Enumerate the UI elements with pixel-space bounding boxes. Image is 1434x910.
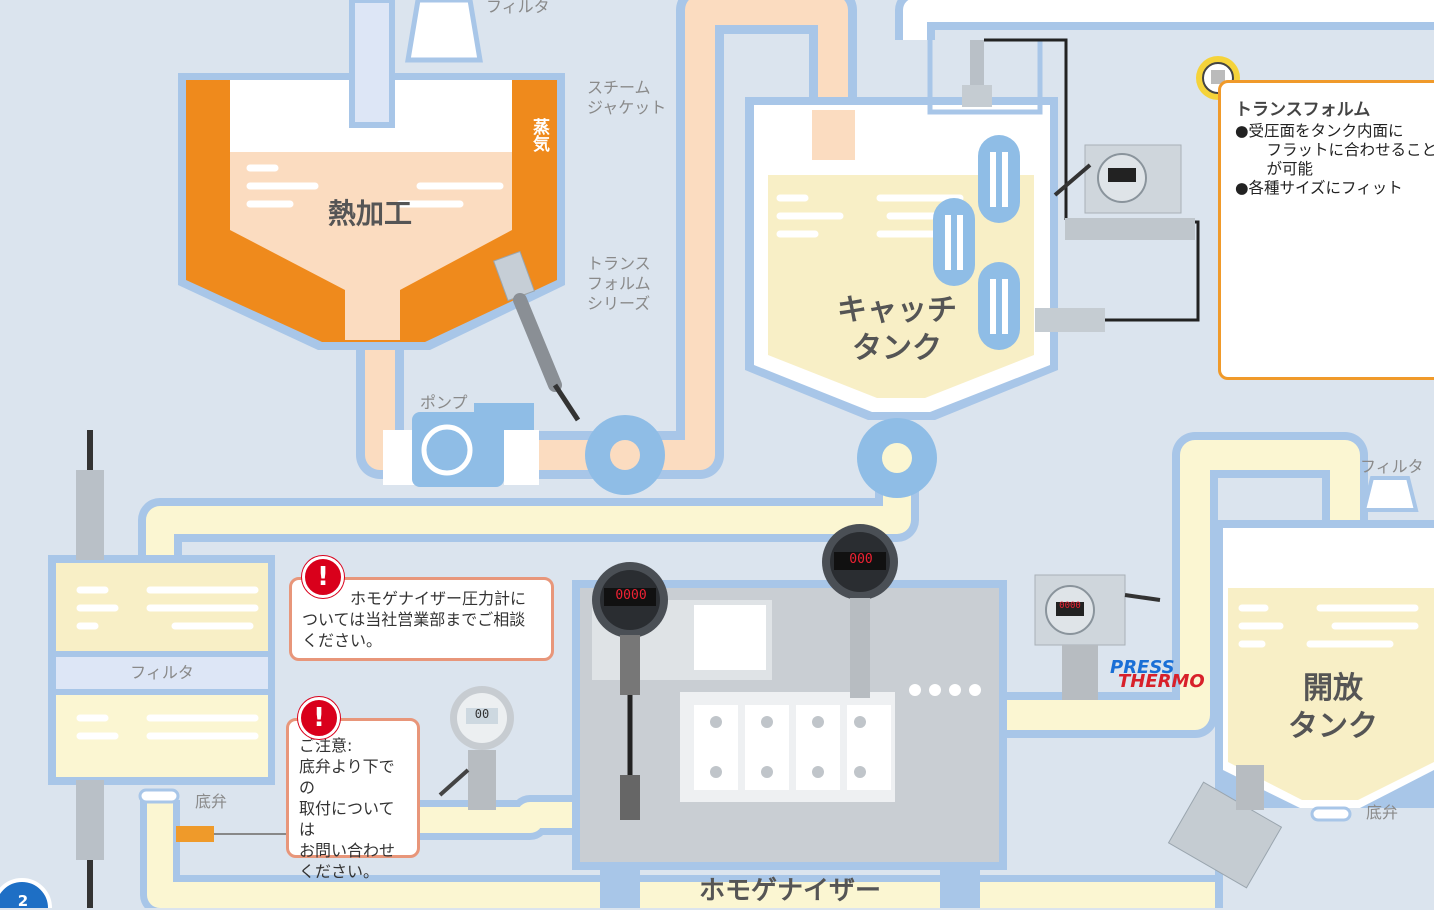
heating-tank-sensor	[493, 250, 581, 422]
label-steam: 蒸気	[529, 118, 549, 152]
label-heat-process: 熱加工	[327, 197, 412, 230]
callout-list: ●受圧面をタンク内面に フラットに合わせること が可能 ●各種サイズにフィット	[1235, 122, 1434, 198]
label-homogenizer: ホモゲナイザー	[698, 876, 881, 906]
label-bottom-valve-right: 底弁	[1366, 803, 1399, 822]
warning-icon: !	[298, 697, 340, 739]
page-number-badge	[0, 878, 52, 908]
transmitter-press-thermo	[1034, 574, 1161, 700]
open-tank	[1167, 476, 1434, 908]
catch-tank	[745, 40, 1058, 498]
gauge-small-readout: 00	[474, 707, 490, 721]
gauge-left-readout: 0000	[615, 588, 647, 603]
label-pump: ポンプ	[420, 393, 468, 412]
label-filter-top: フィルタ	[486, 0, 550, 16]
catch-tank-instruments	[962, 38, 1200, 332]
callout-item: ●各種サイズにフィット	[1235, 179, 1403, 197]
label-transform-series: トランス フォルム シリーズ	[587, 254, 651, 313]
homogenizer-machine	[572, 580, 1007, 908]
callout-item: ●受圧面をタンク内面に フラットに合わせること が可能	[1235, 122, 1434, 178]
label-filter-left: フィルタ	[130, 663, 194, 682]
transform-callout: トランスフォルム ●受圧面をタンク内面に フラットに合わせること が可能 ●各種…	[1218, 80, 1434, 380]
warning-icon: !	[302, 556, 344, 598]
label-bottom-valve-left: 底弁	[195, 792, 228, 811]
label-filter-right: フィルタ	[1360, 457, 1424, 476]
logo-press: PRESS	[1110, 657, 1175, 678]
callout-title: トランスフォルム	[1235, 100, 1371, 120]
heating-tank	[178, 0, 565, 350]
label-catch-tank: キャッチ タンク	[837, 293, 957, 366]
caution-note: ご注意: 底弁より下での 取付については お問い合わせ ください。	[286, 718, 420, 881]
filter-tank	[48, 430, 290, 908]
logo-thermo: THERMO	[1118, 671, 1205, 692]
transmitter-readout: 0000	[1059, 601, 1081, 611]
digital-gauge-small	[438, 686, 514, 810]
label-steam-jacket: スチーム ジャケット	[587, 78, 667, 117]
page-number: 2	[17, 892, 29, 910]
gauge-mid-readout: 000	[849, 552, 873, 567]
digital-gauge-mid	[822, 524, 898, 698]
pump-machine	[383, 403, 665, 495]
digital-gauge-left	[592, 562, 668, 820]
label-open-tank: 開放 タンク	[1288, 671, 1378, 744]
